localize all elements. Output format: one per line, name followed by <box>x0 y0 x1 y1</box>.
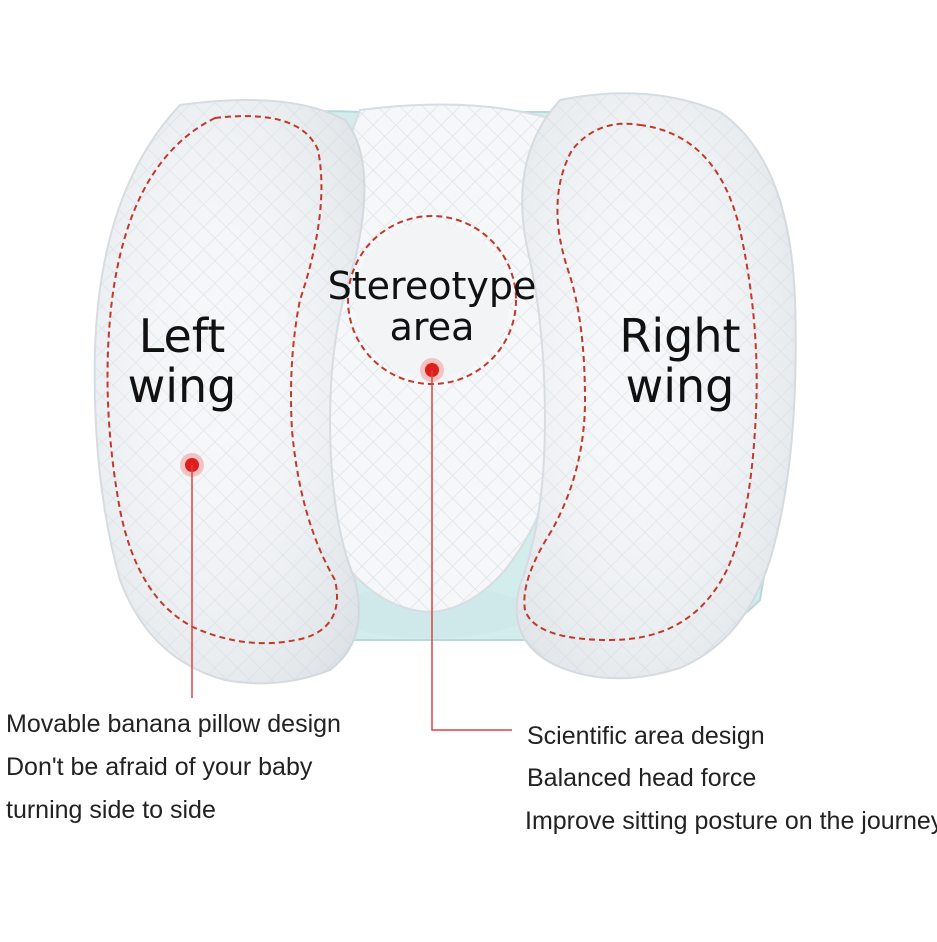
left-caption-line3: turning side to side <box>6 796 216 824</box>
right-caption-line1: Scientific area design <box>527 722 765 750</box>
left-wing-label-line2: wing <box>127 358 237 413</box>
right-wing-label-line1: Right <box>619 309 741 363</box>
right-wing-label-line2: wing <box>625 358 735 413</box>
right-caption-line3: Improve sitting posture on the journey <box>525 807 937 835</box>
stereotype-area-label-line1: Stereotype <box>327 264 537 308</box>
left-wing-label: Left wing <box>112 309 252 413</box>
left-caption-line1: Movable banana pillow design <box>6 710 341 738</box>
left-wing-label-line1: Left <box>138 309 226 363</box>
stereotype-area-label-line2: area <box>389 305 475 350</box>
right-wing-label: Right wing <box>600 309 760 413</box>
left-caption-line2: Don't be afraid of your baby <box>6 753 313 781</box>
right-wing <box>515 92 797 680</box>
right-caption-line2: Balanced head force <box>527 764 757 792</box>
stereotype-area-label: Stereotype area <box>322 264 542 350</box>
center-pointer <box>420 358 512 731</box>
left-pointer <box>180 453 204 698</box>
left-wing <box>93 99 366 685</box>
